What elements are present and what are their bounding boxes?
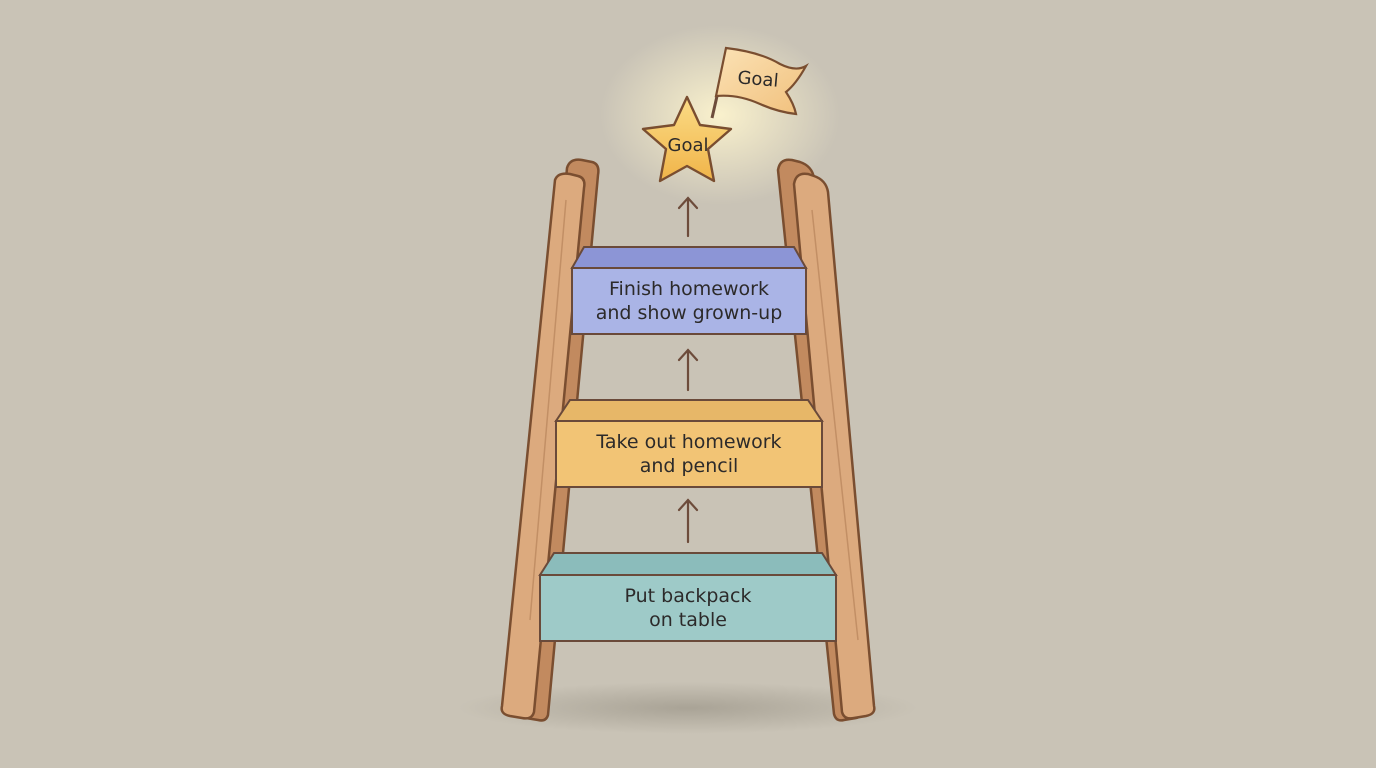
ground-shadow bbox=[458, 682, 918, 734]
up-arrow-icon bbox=[677, 196, 699, 238]
up-arrow-icon bbox=[677, 348, 699, 392]
ladder-step-2 bbox=[554, 399, 824, 488]
step-top-face bbox=[554, 399, 824, 422]
step-top-face bbox=[570, 246, 808, 269]
step-top-face bbox=[538, 552, 838, 576]
step-label-line-2: and pencil bbox=[639, 455, 739, 477]
step-front-face bbox=[555, 420, 823, 488]
step-label-line-1: Finish homework bbox=[609, 278, 769, 300]
up-arrow-icon bbox=[677, 498, 699, 544]
step-label-line-1: Put backpack bbox=[624, 585, 752, 607]
step-front-face bbox=[539, 574, 837, 642]
step-front-face bbox=[571, 267, 807, 335]
ladder-step-3 bbox=[570, 246, 808, 335]
goal-flag bbox=[710, 46, 809, 119]
step-label-line-1: Take out homework bbox=[596, 431, 782, 453]
ladder-step-1 bbox=[538, 552, 838, 642]
flag-cloth bbox=[714, 46, 809, 116]
step-label-line-2: and show grown-up bbox=[595, 302, 783, 324]
step-label-line-2: on table bbox=[649, 609, 727, 631]
goal-star-icon bbox=[641, 95, 733, 183]
star-label: Goal bbox=[667, 135, 709, 156]
